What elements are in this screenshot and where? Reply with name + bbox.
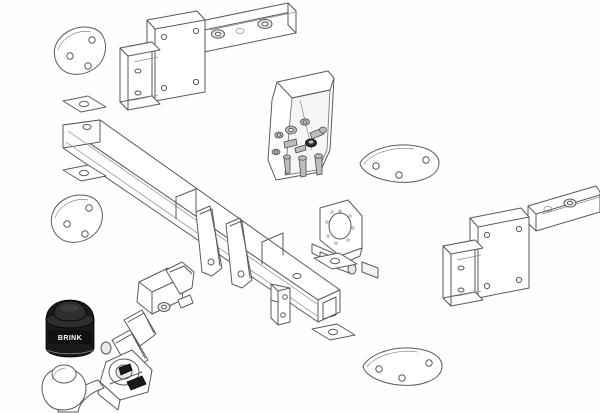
part-support-straps (195, 205, 253, 289)
part-triangular-plate-2 (50, 194, 103, 243)
part-right-side-bracket (442, 185, 600, 307)
brink-logo-text: BRINK (58, 335, 82, 342)
part-hardware-bag (267, 70, 335, 181)
square-washer-3 (313, 252, 358, 270)
square-washer-4 (311, 323, 356, 341)
part-triangular-plate-1 (53, 26, 106, 75)
square-washer-1 (62, 95, 107, 113)
part-angle-bracket (270, 283, 291, 326)
part-square-washers (62, 95, 358, 341)
part-towball-cap[interactable]: BRINK (45, 299, 95, 358)
part-curved-plate-2 (362, 347, 443, 386)
square-washer-2 (62, 164, 107, 182)
fasteners (271, 118, 327, 178)
part-curved-plate-1 (359, 144, 440, 183)
part-left-side-bracket (119, 2, 297, 111)
part-towball-neck (41, 261, 195, 413)
